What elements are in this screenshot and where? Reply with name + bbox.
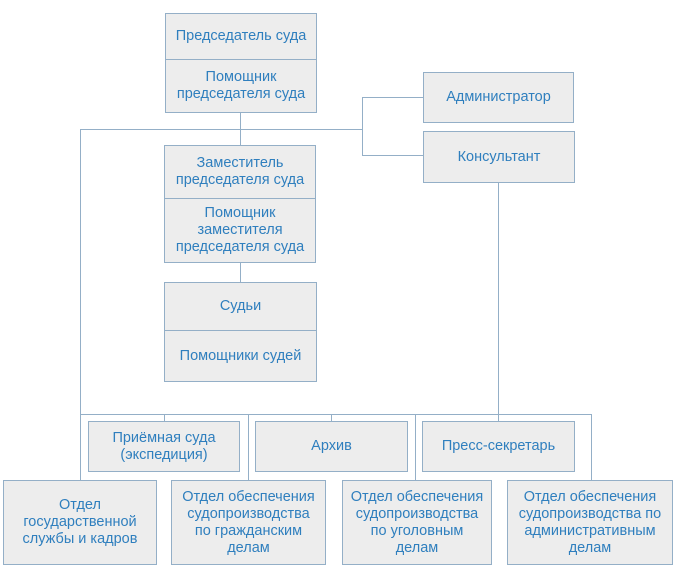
node-dept-admin-label: Отдел обеспечения судопроизводства по ад… (518, 488, 662, 556)
node-press-secretary: Пресс-секретарь (422, 421, 575, 472)
connector-left-trunk (80, 130, 81, 480)
node-reception: Приёмная суда (экспедиция) (88, 421, 240, 472)
connector-drop-dept-admin (591, 414, 592, 480)
node-deputy-chairman: Заместитель председателя суда (165, 146, 315, 199)
connector-drop-reception (164, 414, 165, 422)
node-consultant: Консультант (423, 131, 575, 183)
node-press-secretary-label: Пресс-секретарь (441, 438, 556, 454)
node-chairman-assistant: Помощник председателя суда (166, 60, 316, 112)
node-deputy-chairman-label: Заместитель председателя суда (175, 155, 305, 188)
node-dept-civil: Отдел обеспечения судопроизводства по гр… (171, 480, 326, 565)
node-deputy-assistant-label: Помощник заместителя председателя суда (175, 205, 305, 255)
node-archive: Архив (255, 421, 408, 472)
connector-bus1 (80, 129, 363, 130)
node-dept-criminal-label: Отдел обеспечения судопроизводства по уг… (350, 488, 484, 556)
node-judges-assistants-label: Помощники судей (179, 347, 302, 364)
node-reception-label: Приёмная суда (экспедиция) (112, 429, 216, 463)
connector-right-branch-vertical (362, 97, 363, 156)
connector-deputy-to-judges (240, 263, 241, 282)
connector-consultant-trunk (498, 183, 499, 421)
node-archive-label: Архив (311, 438, 352, 454)
node-chairman: Председатель суда (166, 14, 316, 60)
node-judges-assistants: Помощники судей (165, 331, 316, 381)
node-judges-label: Судьи (219, 298, 262, 314)
node-chairman-label: Председатель суда (175, 28, 307, 44)
connector-chairman-to-bus1 (240, 113, 241, 130)
node-dept-personnel-label: Отдел государственной службы и кадров (22, 497, 138, 547)
node-deputy-block: Заместитель председателя суда Помощник з… (164, 145, 316, 263)
node-judges: Судьи (165, 283, 316, 331)
connector-drop-archive (331, 414, 332, 422)
connector-bus2 (80, 414, 592, 415)
node-chairman-assistant-label: Помощник председателя суда (176, 69, 306, 102)
connector-to-consultant (362, 155, 423, 156)
node-judges-block: Судьи Помощники судей (164, 282, 317, 382)
connector-bus1-to-deputy (240, 130, 241, 145)
node-administrator-label: Администратор (446, 89, 551, 105)
node-dept-criminal: Отдел обеспечения судопроизводства по уг… (342, 480, 492, 565)
node-consultant-label: Консультант (457, 148, 541, 165)
connector-to-administrator (362, 97, 423, 98)
node-dept-personnel: Отдел государственной службы и кадров (3, 480, 157, 565)
node-administrator: Администратор (423, 72, 574, 123)
connector-drop-dept-civil (248, 414, 249, 480)
node-chairman-block: Председатель суда Помощник председателя … (165, 13, 317, 113)
node-dept-civil-label: Отдел обеспечения судопроизводства по гр… (182, 488, 315, 556)
node-deputy-assistant: Помощник заместителя председателя суда (165, 199, 315, 262)
connector-drop-dept-criminal (415, 414, 416, 480)
node-dept-admin: Отдел обеспечения судопроизводства по ад… (507, 480, 673, 565)
